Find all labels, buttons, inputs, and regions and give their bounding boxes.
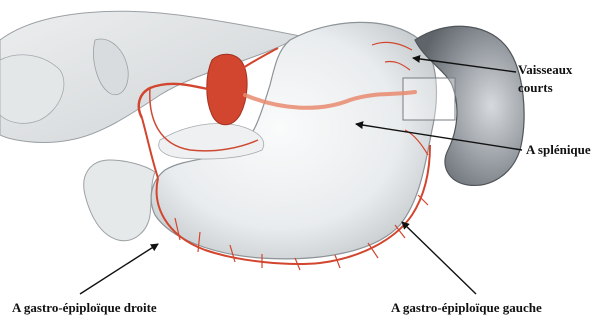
arrow-gastro-gauche [402, 222, 476, 294]
label-gastro-epiploique-gauche: A gastro-épiploïque gauche [391, 300, 542, 315]
pancreas [159, 124, 264, 160]
label-a-splenique: A splénique [526, 142, 591, 157]
aorta [207, 54, 247, 125]
arrow-gastro-droite [80, 244, 158, 294]
duodenum [84, 160, 155, 241]
highlight-box [403, 78, 455, 120]
label-gastro-epiploique-droite: A gastro-épiploïque droite [12, 300, 157, 315]
label-vaisseaux-courts-line2: courts [518, 80, 553, 95]
label-vaisseaux-courts-line1: Vaisseaux [518, 62, 572, 77]
